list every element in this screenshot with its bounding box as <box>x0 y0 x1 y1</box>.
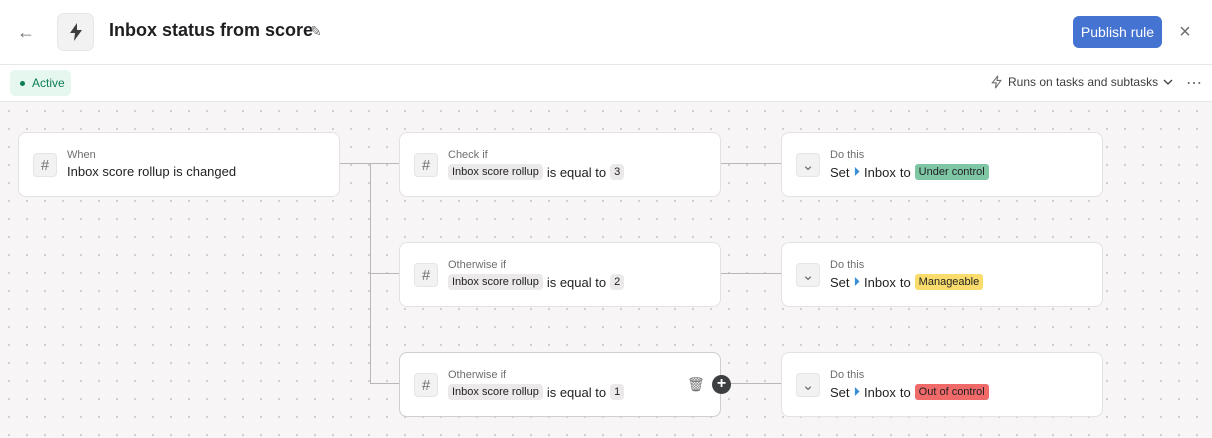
header: ← Inbox status from score ✎ Publish rule… <box>0 0 1212 65</box>
chevron-circle-icon: ⌄ <box>796 373 820 397</box>
field-name: Inbox <box>864 164 896 180</box>
chevron-circle-icon: ⌄ <box>796 153 820 177</box>
status-tag: Manageable <box>914 274 984 290</box>
connector <box>721 273 781 274</box>
connector <box>340 163 399 164</box>
field-chip: Inbox score rollup <box>448 274 543 290</box>
inbox-field-icon: ⏵ <box>853 384 861 399</box>
preposition: to <box>899 164 911 180</box>
connector <box>370 273 399 274</box>
inbox-field-icon: ⏵ <box>853 274 861 289</box>
chevron-down-icon <box>1163 79 1173 85</box>
status-text: Active <box>32 76 65 90</box>
trigger-text: Inbox score rollup is changed <box>67 164 237 179</box>
value-chip: 3 <box>610 164 625 180</box>
action-verb: Set <box>830 274 850 290</box>
field-chip: Inbox score rollup <box>448 384 543 400</box>
arrow-left-icon[interactable]: ← <box>17 22 35 42</box>
runs-on-label: Runs on tasks and subtasks <box>1008 75 1159 89</box>
status-dot-icon <box>20 80 25 86</box>
publish-rule-button[interactable]: Publish rule <box>1073 16 1162 48</box>
action-verb: Set <box>830 164 850 180</box>
operator: is equal to <box>546 274 607 290</box>
trigger-card[interactable]: # When Inbox score rollup is changed <box>18 132 340 197</box>
card-body: Inbox score rollup is changed <box>67 164 236 179</box>
hash-icon: # <box>414 153 438 177</box>
card-label: Otherwise if <box>448 369 507 381</box>
field-name: Inbox <box>864 384 896 400</box>
card-label: Do this <box>830 369 865 381</box>
hash-icon: # <box>33 153 57 177</box>
inbox-field-icon: ⏵ <box>853 164 861 179</box>
status-tag: Out of control <box>914 384 989 400</box>
card-label: Do this <box>830 259 865 271</box>
operator: is equal to <box>546 384 607 400</box>
card-label: Otherwise if <box>448 259 507 271</box>
toolbar: Active Runs on tasks and subtasks ⋯ <box>0 65 1212 102</box>
preposition: to <box>899 384 911 400</box>
action-verb: Set <box>830 384 850 400</box>
lightning-icon <box>57 13 94 51</box>
status-badge: Active <box>10 70 71 96</box>
card-label: When <box>67 149 96 161</box>
connector <box>721 163 781 164</box>
rule-canvas: # When Inbox score rollup is changed # C… <box>0 102 1212 438</box>
connector <box>721 383 781 384</box>
connector <box>370 383 399 384</box>
pencil-icon[interactable]: ✎ <box>310 23 322 39</box>
field-chip: Inbox score rollup <box>448 164 543 180</box>
card-label: Do this <box>830 149 865 161</box>
chevron-circle-icon: ⌄ <box>796 263 820 287</box>
operator: is equal to <box>546 164 607 180</box>
preposition: to <box>899 274 911 290</box>
value-chip: 2 <box>610 274 625 290</box>
close-icon[interactable]: × <box>1179 21 1191 43</box>
card-label: Check if <box>448 149 488 161</box>
field-name: Inbox <box>864 274 896 290</box>
trash-icon[interactable]: 🗑 <box>687 376 705 392</box>
status-tag: Under control <box>914 164 989 180</box>
lightning-icon <box>991 75 1002 89</box>
add-step-button[interactable]: + <box>712 375 731 394</box>
more-options-icon[interactable]: ⋯ <box>1186 75 1203 92</box>
runs-on-dropdown[interactable]: Runs on tasks and subtasks <box>991 75 1173 89</box>
page-title[interactable]: Inbox status from score <box>109 20 314 40</box>
hash-icon: # <box>414 263 438 287</box>
hash-icon: # <box>414 373 438 397</box>
value-chip: 1 <box>610 384 625 400</box>
